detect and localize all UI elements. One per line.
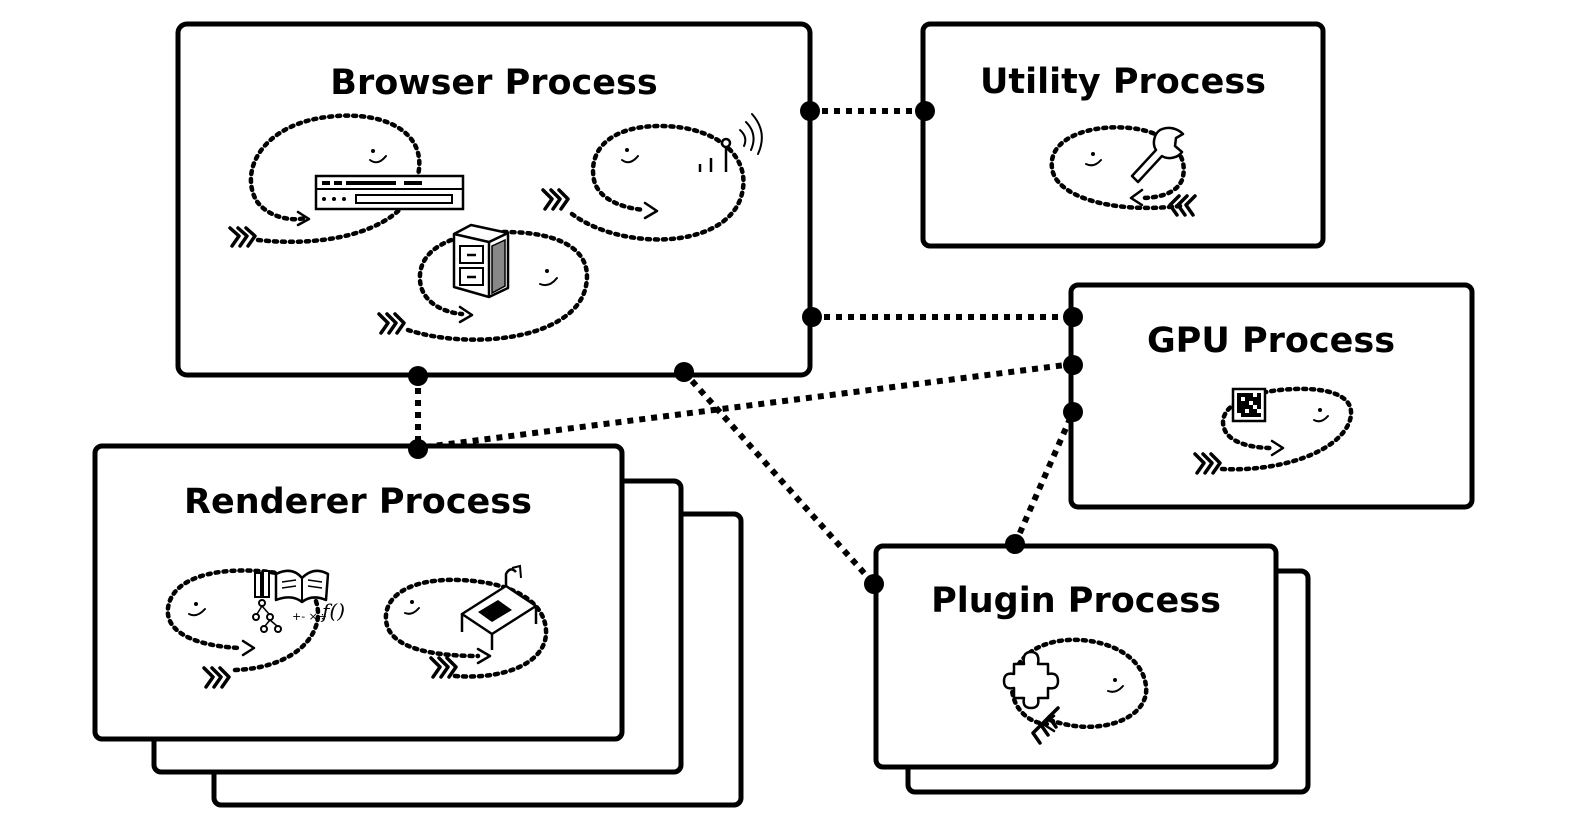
- browser-storage-thread: [377, 223, 590, 342]
- connections: [415, 108, 1076, 587]
- connector-dot: [802, 307, 822, 327]
- connector-dot: [1063, 402, 1083, 422]
- chevron-icon: [377, 312, 406, 335]
- plugin-process-title: Plugin Process: [931, 581, 1221, 621]
- pixel-grid-icon: [1231, 387, 1267, 423]
- renderer-process: Renderer Process: [92, 443, 625, 742]
- connector-plugin-gpu: [1012, 410, 1076, 546]
- connector-dot: [915, 101, 935, 121]
- smiley-face-icon: [1313, 408, 1329, 423]
- utility-process: Utility Process: [920, 21, 1326, 249]
- smiley-face-icon: [539, 269, 558, 287]
- browser-process-box: [175, 21, 813, 378]
- chevron-icon: [1031, 706, 1060, 745]
- wrench-icon: [1130, 126, 1185, 184]
- chevron-icon: [1193, 452, 1222, 475]
- arrow-head: [1270, 439, 1285, 457]
- renderer-main-thread: +- ×÷ f(): [165, 568, 345, 689]
- math-operators-label: +- ×÷: [292, 610, 327, 623]
- thread-loop: [569, 123, 746, 242]
- gpu-process-box: [1068, 282, 1475, 510]
- renderer-process-title: Renderer Process: [184, 482, 532, 522]
- thread-loop: [1219, 386, 1354, 472]
- plugin-process: Plugin Process: [873, 543, 1279, 770]
- browser-process: Browser Process: [175, 21, 813, 378]
- connector-dot: [408, 439, 428, 459]
- arrow-head: [476, 647, 492, 665]
- connector-dot: [408, 366, 428, 386]
- connector-renderer-gpu: [424, 361, 1074, 450]
- drafting-table-icon: [460, 564, 538, 650]
- gpu-process-title: GPU Process: [1147, 321, 1395, 361]
- thread-loop: [248, 113, 422, 245]
- connector-dot: [800, 101, 820, 121]
- smiley-face-icon: [1107, 678, 1124, 693]
- arrow-head: [241, 639, 256, 657]
- smiley-face-icon: [369, 149, 387, 164]
- chevron-icon: [1168, 194, 1197, 217]
- connector-dot: [674, 362, 694, 382]
- arrow-head: [643, 201, 659, 220]
- utility-process-box: [920, 21, 1326, 249]
- connector-dot: [1063, 355, 1083, 375]
- puzzle-piece-icon: [1002, 650, 1060, 710]
- chevron-icon: [228, 226, 257, 248]
- thread-loop: [405, 229, 590, 342]
- connector-dot: [864, 574, 884, 594]
- plugin-thread: [1002, 637, 1149, 745]
- connector-dot: [1063, 307, 1083, 327]
- renderer-compositor-thread: [383, 564, 549, 679]
- function-label: f(): [320, 599, 345, 623]
- gpu-thread: [1193, 386, 1354, 475]
- arrow-head: [1129, 188, 1144, 207]
- smiley-face-icon: [621, 148, 639, 164]
- smiley-face-icon: [404, 600, 420, 615]
- thread-loop: [383, 577, 549, 679]
- connector-dot: [1005, 534, 1025, 554]
- gpu-process: GPU Process: [1068, 282, 1475, 510]
- smiley-face-icon: [188, 602, 206, 617]
- browser-process-title: Browser Process: [330, 63, 657, 103]
- smiley-face-icon: [1085, 152, 1102, 167]
- utility-process-title: Utility Process: [980, 62, 1266, 102]
- connector-dots: [408, 101, 1083, 594]
- antenna-signal-icon: [698, 113, 763, 172]
- thread-loop: [1049, 125, 1186, 211]
- utility-thread: [1049, 125, 1197, 217]
- open-book-icon: [274, 569, 330, 604]
- arrow-head: [458, 305, 474, 324]
- plugin-process-box: [873, 543, 1279, 770]
- file-cabinet-icon: [452, 223, 510, 299]
- browser-ui-thread: [228, 113, 465, 248]
- chevron-icon: [541, 188, 570, 211]
- chevron-icon: [202, 666, 231, 689]
- tree-structure-icon: [252, 599, 282, 633]
- renderer-process-box: [92, 443, 625, 742]
- browser-network-thread: [541, 113, 763, 242]
- arrow-head: [296, 210, 311, 227]
- chevron-icon: [429, 656, 458, 679]
- pencils-icon: [254, 570, 270, 598]
- browser-window-icon: [314, 174, 465, 211]
